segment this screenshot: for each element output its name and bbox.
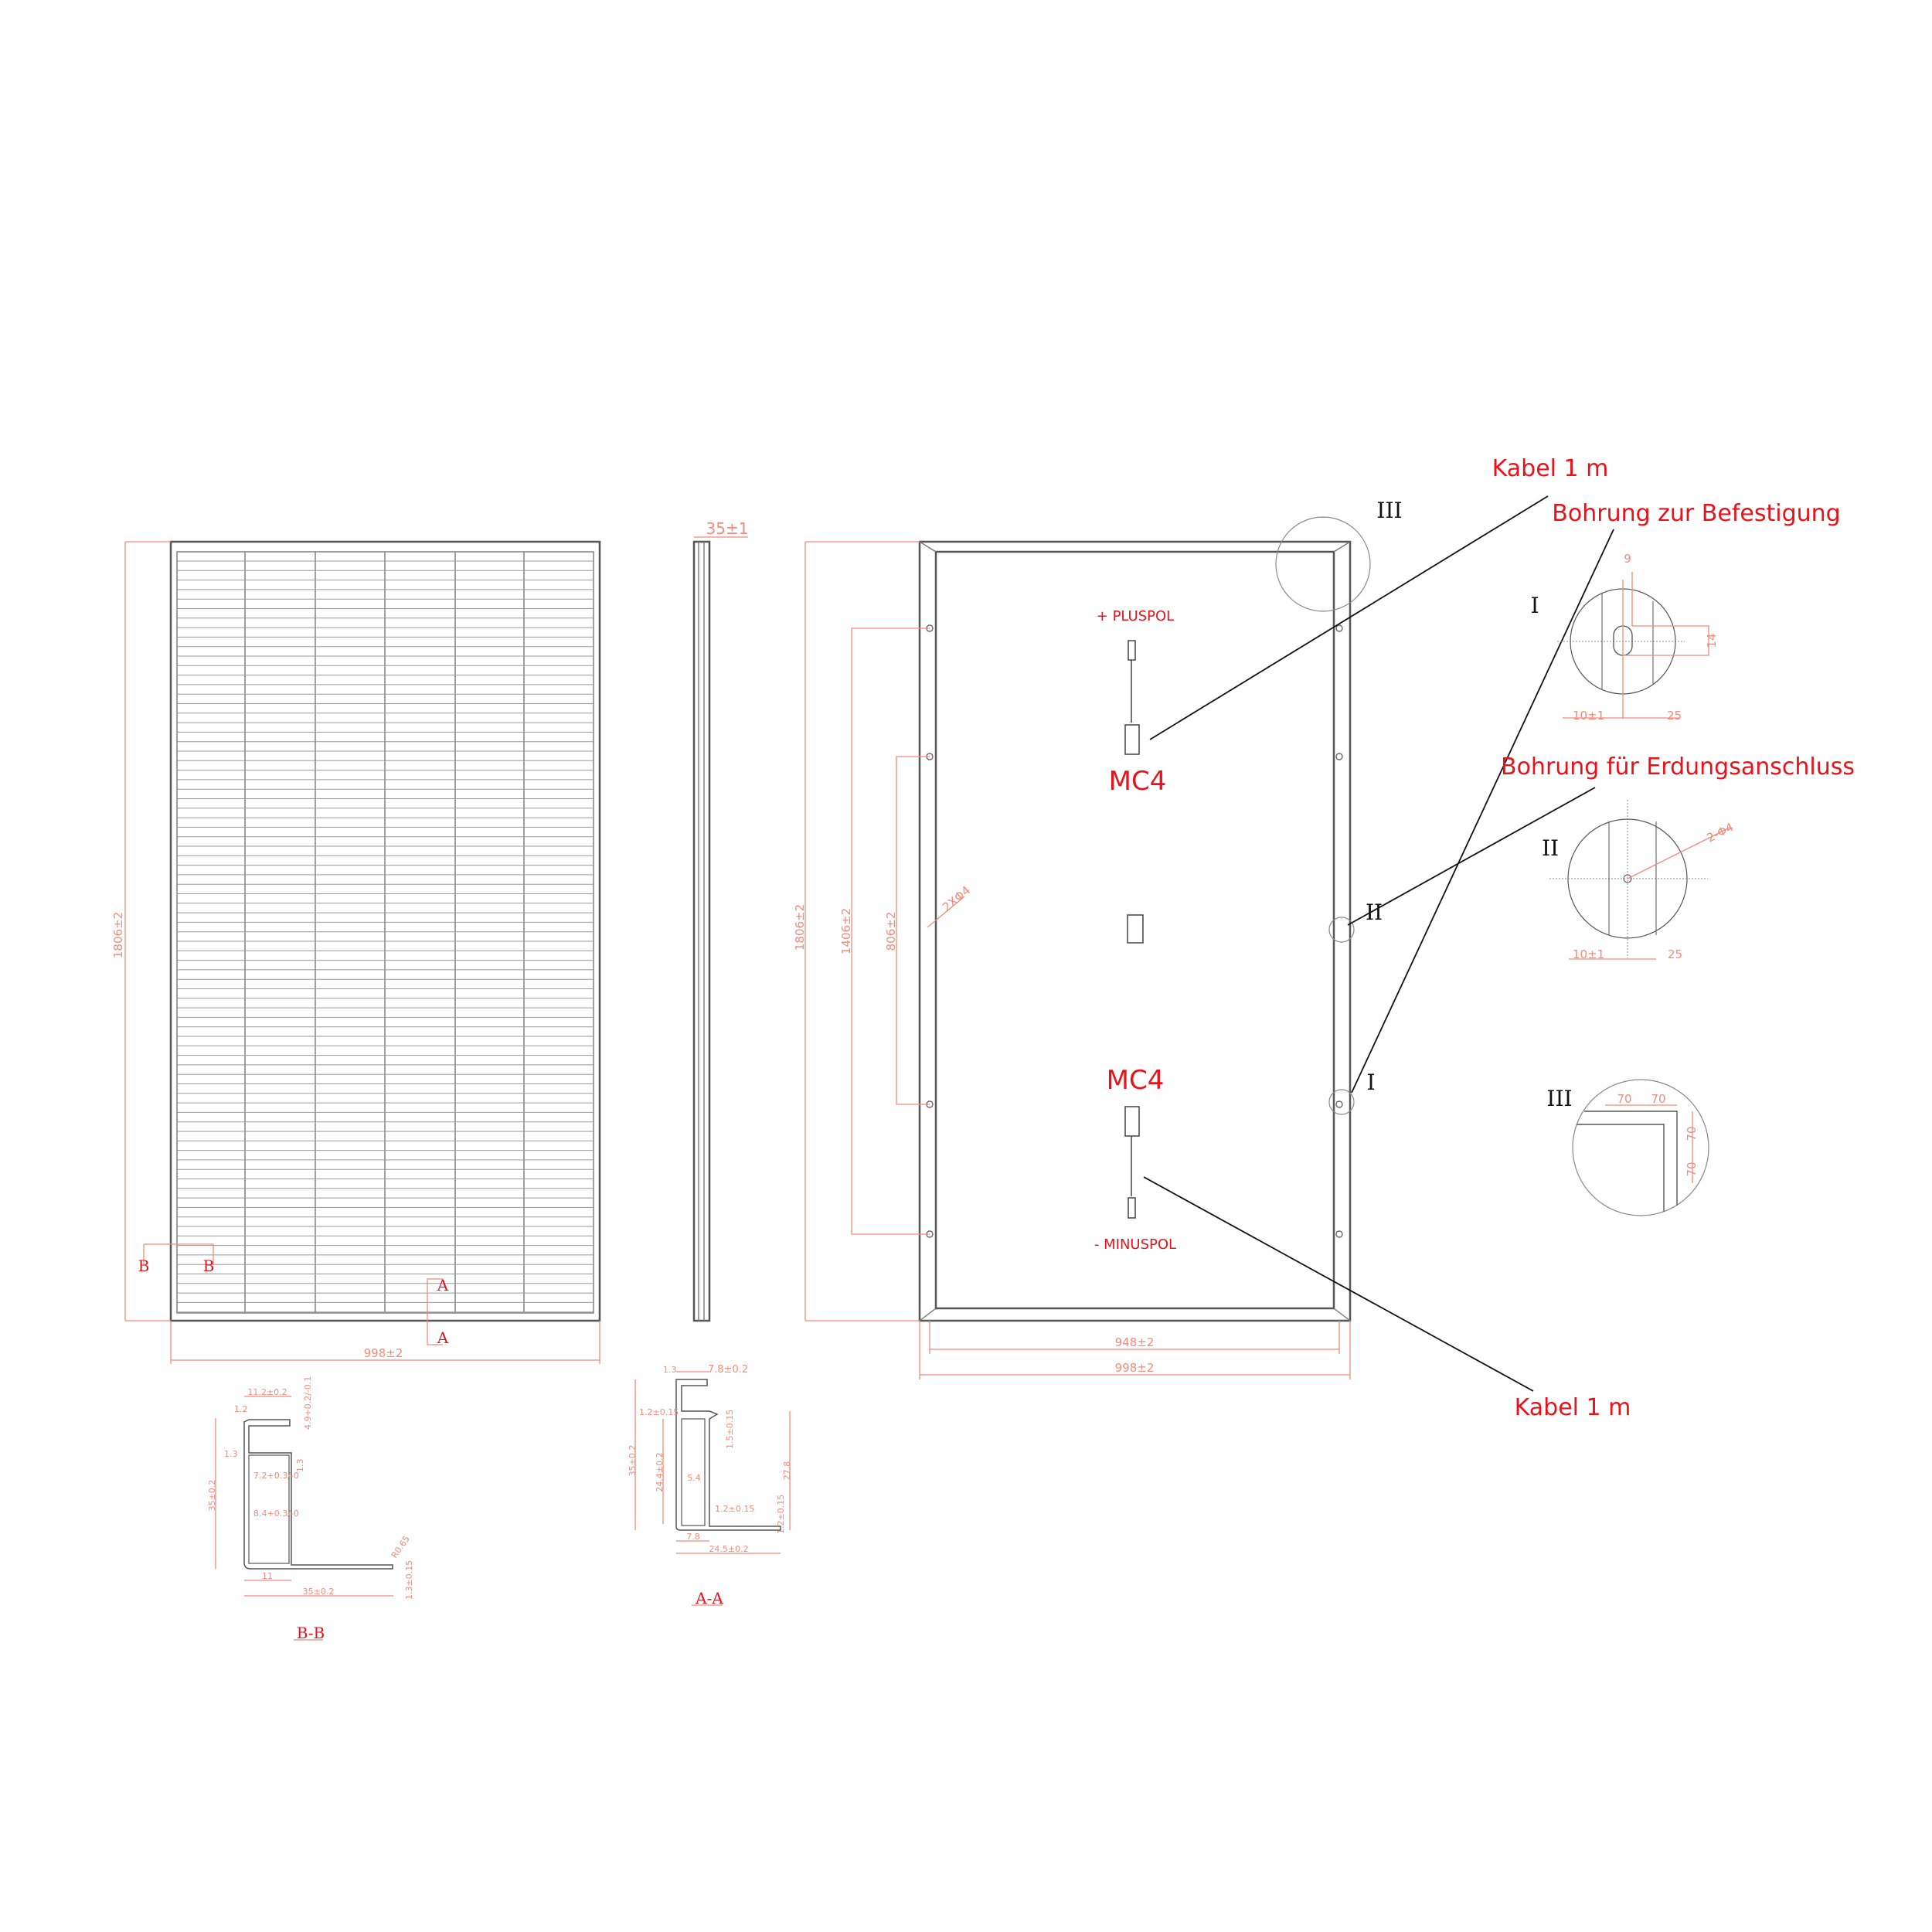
- detail-III-circle: [1275, 516, 1371, 612]
- callout-ground-hole: Bohrung für Erdungsanschluss: [1501, 753, 1855, 781]
- detail-I: I 9 14 10±1 25: [1530, 552, 1719, 723]
- mounting-holes: [926, 624, 1343, 1238]
- dim: 1.2±0.15: [776, 1495, 786, 1534]
- dim: 11: [262, 1571, 273, 1581]
- ground-hole-icon: [1623, 874, 1632, 883]
- dim: 27.8: [782, 1461, 792, 1481]
- dim: 35±0.2: [303, 1587, 335, 1597]
- detail-II: II 2-Φ4 10±1 25: [1542, 800, 1736, 961]
- detail-I-circle: [1328, 1089, 1355, 1115]
- outer-width-dim: 998±2: [1115, 1361, 1155, 1375]
- inner-spacing-dim: 806±2: [884, 912, 898, 951]
- section-BB: 11.2±0.2 1.2 4.9+0.2/-0.1 1.3 1.3 7.2+0.…: [207, 1376, 414, 1642]
- dim: 4.9+0.2/-0.1: [303, 1376, 313, 1430]
- dim: 35±0.2: [628, 1445, 638, 1477]
- plus-pole-label: + PLUSPOL: [1097, 608, 1174, 624]
- marker-III: III: [1376, 498, 1402, 523]
- back-height-dim: 1806±2: [793, 904, 807, 951]
- dim: 5.4: [687, 1473, 701, 1483]
- dim: 11.2±0.2: [247, 1387, 287, 1397]
- section-b-marker: B: [203, 1257, 215, 1275]
- detail-III-label: III: [1546, 1086, 1572, 1111]
- spacing-dim: 25: [1667, 709, 1682, 723]
- dim: 1.3±0.15: [404, 1560, 414, 1600]
- dim: 8.4+0.3/-0: [253, 1509, 299, 1519]
- connector-plus-icon: [1124, 640, 1140, 755]
- ground-hole-dim: 2-Φ4: [1705, 820, 1736, 845]
- dim: 1.3: [224, 1449, 238, 1459]
- dim: 1.3: [295, 1459, 305, 1473]
- hole-note: 2XΦ4: [940, 883, 973, 914]
- junction-box-icon: [1127, 914, 1144, 944]
- spacing-dim: 70: [1651, 1092, 1665, 1106]
- cell-grid: [177, 552, 594, 1313]
- section-a-marker: A: [437, 1328, 449, 1347]
- front-frame: [169, 540, 601, 1322]
- callout-mount-hole: Bohrung zur Befestigung: [1552, 500, 1840, 527]
- dim: 1.5±0.15: [725, 1410, 735, 1449]
- spacing-dim: 70: [1685, 1126, 1699, 1141]
- section-b-marker: B: [138, 1257, 150, 1275]
- front-width-dim: 998±2: [364, 1346, 403, 1360]
- dim: 24.4±0.2: [655, 1452, 665, 1492]
- section-BB-title: B-B: [297, 1624, 325, 1642]
- dim: 1.2±0.15: [639, 1407, 679, 1417]
- spacing-dim: 25: [1668, 947, 1682, 961]
- dim: 7.8±0.2: [708, 1364, 748, 1376]
- inner-width-dim: 948±2: [1115, 1335, 1155, 1349]
- edge-dim: 10±1: [1573, 947, 1604, 961]
- minus-pole-label: - MINUSPOL: [1094, 1236, 1176, 1253]
- side-thickness-dim: 35±1: [706, 519, 749, 538]
- section-a-marker: A: [437, 1276, 449, 1294]
- back-view: 1806±2 1406±2 806±2 2XΦ4 948±2 998±2 + P…: [793, 498, 1403, 1379]
- detail-III: III 70 70 70 70: [1546, 1079, 1709, 1216]
- dim: 24.5±0.2: [709, 1544, 748, 1554]
- detail-I-label: I: [1530, 593, 1539, 618]
- section-AA: 7.8±0.2 1.3 1.2±0.15 1.5±0.15 35±0.2 24.…: [628, 1364, 792, 1607]
- edge-dim: 10±1: [1573, 709, 1604, 723]
- connector-minus-icon: [1124, 1106, 1140, 1219]
- callout-cable-bottom: Kabel 1 m: [1515, 1394, 1631, 1421]
- section-AA-title: A-A: [695, 1589, 723, 1607]
- dim: R0.65: [389, 1534, 412, 1560]
- mc4-bottom-label: MC4: [1107, 1065, 1165, 1096]
- spacing-dim: 70: [1617, 1092, 1631, 1106]
- dim: 7.8: [686, 1532, 700, 1542]
- detail-II-circle: [1328, 917, 1355, 943]
- mc4-top-label: MC4: [1109, 766, 1167, 797]
- callout-cable-top: Kabel 1 m: [1492, 455, 1609, 482]
- side-view: 35±1: [692, 519, 749, 1322]
- front-height-dim: 1806±2: [111, 912, 125, 958]
- callouts: Kabel 1 m Bohrung zur Befestigung Bohrun…: [1143, 455, 1855, 1421]
- slot-height-dim: 14: [1705, 633, 1719, 648]
- dim: 1.2±0.15: [715, 1504, 754, 1514]
- mount-spacing-dim: 1406±2: [839, 908, 853, 954]
- dim: 7.2+0.3/-0: [253, 1471, 299, 1481]
- detail-II-label: II: [1542, 835, 1559, 861]
- slot-width-dim: 9: [1624, 552, 1631, 566]
- spacing-dim: 70: [1685, 1162, 1699, 1176]
- marker-II: II: [1366, 900, 1383, 925]
- marker-I: I: [1366, 1070, 1375, 1095]
- dim: 1.2: [234, 1404, 248, 1414]
- front-view: 1806±2 998±2 B B A A: [111, 540, 601, 1364]
- dim: 1.3: [663, 1365, 677, 1375]
- dim: 35±0.2: [207, 1480, 217, 1512]
